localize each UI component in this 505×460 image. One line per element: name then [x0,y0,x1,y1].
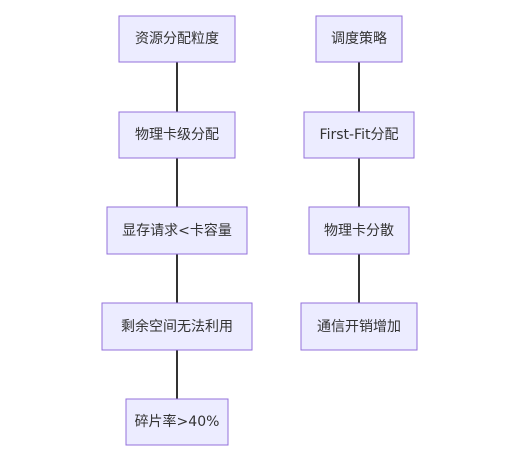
node-label: 碎片率>40% [135,413,220,430]
node-physical-card-scattered: 物理卡分散 [308,206,410,255]
node-first-fit-allocation: First-Fit分配 [303,111,415,159]
node-label: 通信开销增加 [317,319,401,335]
node-label: 物理卡级分配 [135,127,219,143]
node-scheduling-strategy: 调度策略 [315,15,403,63]
node-remaining-space-unusable: 剩余空间无法利用 [101,302,253,351]
node-fragmentation-rate: 碎片率>40% [125,398,229,446]
node-label: 剩余空间无法利用 [121,318,233,335]
node-label: 调度策略 [331,30,387,47]
node-resource-granularity: 资源分配粒度 [118,15,236,63]
node-physical-card-allocation: 物理卡级分配 [118,111,236,159]
node-label: First-Fit分配 [320,127,399,143]
node-label: 显存请求<卡容量 [122,222,232,239]
node-label: 物理卡分散 [324,223,394,239]
node-communication-overhead: 通信开销增加 [300,302,418,351]
node-memory-request: 显存请求<卡容量 [106,206,248,255]
node-label: 资源分配粒度 [135,31,219,47]
